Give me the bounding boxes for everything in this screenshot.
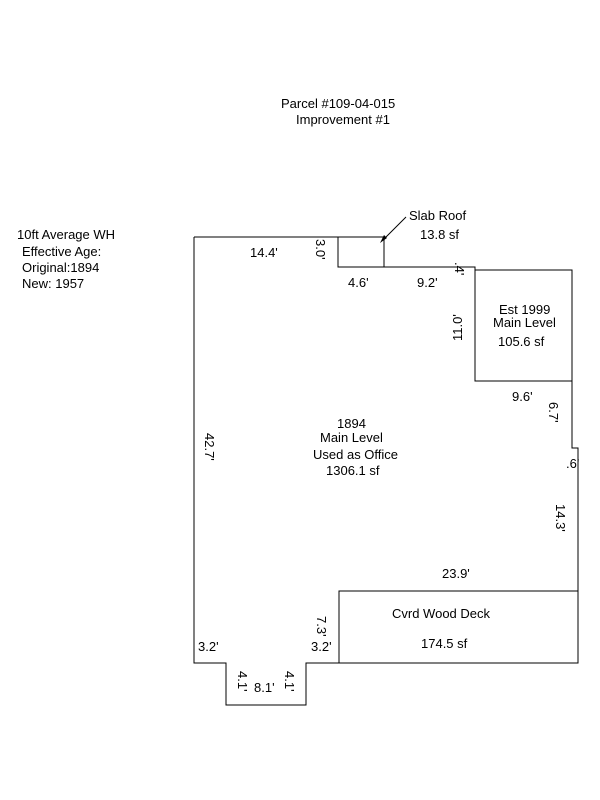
dim-bump-right: 4.1' xyxy=(282,671,297,692)
dim-addition-height: 11.0' xyxy=(450,314,465,341)
info-original-year: Original:1894 xyxy=(22,260,99,275)
deck-outline xyxy=(338,590,579,664)
slab-roof-arrowhead xyxy=(380,235,387,243)
info-effective-age: Effective Age: xyxy=(22,244,101,259)
parcel-number: Parcel #109-04-015 xyxy=(281,96,395,111)
dim-slab-width: 4.6' xyxy=(348,275,369,290)
dim-top-left: 14.4' xyxy=(250,245,278,260)
dim-slab-height: 3.0' xyxy=(313,239,328,260)
slab-roof-leader xyxy=(382,216,407,241)
addition-year: Est 1999 xyxy=(499,302,550,317)
deck-area: 174.5 sf xyxy=(421,636,468,651)
addition-area: 105.6 sf xyxy=(498,334,545,349)
dim-bottom-right-jog: 3.2' xyxy=(311,639,332,654)
info-wall-height: 10ft Average WH xyxy=(17,227,115,242)
dim-deck-top: 23.9' xyxy=(442,566,470,581)
dim-addition-bottom: 9.6' xyxy=(512,389,533,404)
main-area-year: 1894 xyxy=(337,416,366,431)
dim-right-mid: 14.3' xyxy=(553,504,568,532)
main-area-level: Main Level xyxy=(320,430,383,445)
dim-deck-side: 7.3' xyxy=(314,616,329,637)
slab-roof-label: Slab Roof xyxy=(409,208,466,223)
dim-bump-width: 8.1' xyxy=(254,680,275,695)
addition-level: Main Level xyxy=(493,315,556,330)
dim-bump-left: 4.1' xyxy=(235,671,250,692)
dim-right-notch: .6' xyxy=(566,456,579,471)
dim-right-short: 6.7' xyxy=(546,402,561,423)
addition-outline xyxy=(474,269,573,382)
dim-step-top: 9.2' xyxy=(417,275,438,290)
slab-roof-outline xyxy=(337,236,385,268)
main-area-size: 1306.1 sf xyxy=(326,463,380,478)
dim-left-side: 42.7' xyxy=(202,433,217,461)
improvement-number: Improvement #1 xyxy=(296,112,390,127)
main-area-use: Used as Office xyxy=(313,447,398,462)
deck-label: Cvrd Wood Deck xyxy=(392,606,491,621)
slab-roof-area: 13.8 sf xyxy=(420,227,459,242)
info-new-year: New: 1957 xyxy=(22,276,84,291)
dim-step-small: .4' xyxy=(452,262,467,275)
dim-bottom-left-jog: 3.2' xyxy=(198,639,219,654)
